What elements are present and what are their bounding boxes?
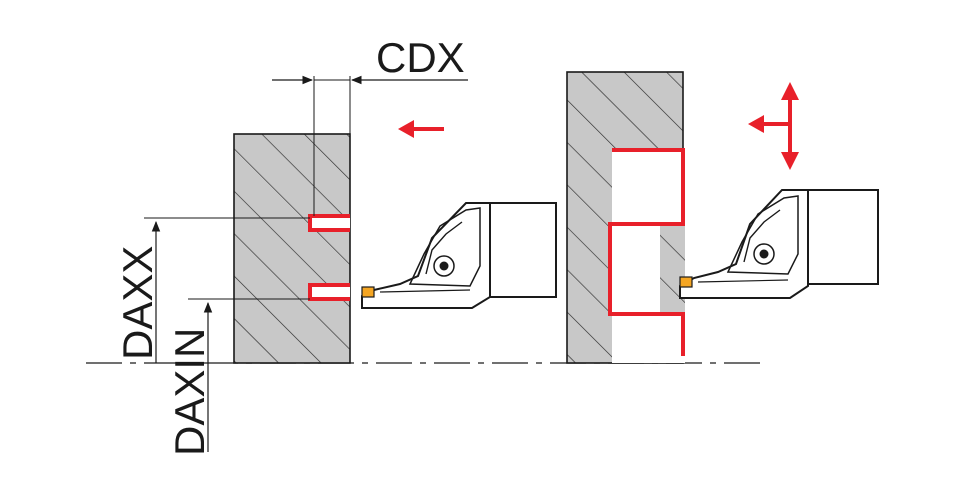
cdx-dimension [272, 75, 468, 216]
move-directions-icon [748, 82, 799, 170]
daxin-dimension [188, 298, 310, 452]
right-tool [679, 189, 879, 299]
left-tool [361, 202, 557, 309]
arrow-left-icon [398, 120, 444, 138]
left-workpiece [233, 133, 351, 364]
cdx-label: CDX [376, 34, 465, 81]
left-insert [361, 286, 375, 298]
right-groove-profile [608, 148, 685, 363]
daxx-dimension [144, 217, 310, 363]
right-insert [679, 276, 693, 288]
daxx-label: DAXX [114, 246, 161, 360]
lower-groove [308, 283, 350, 301]
upper-groove [308, 214, 350, 232]
daxin-label: DAXIN [166, 328, 213, 456]
